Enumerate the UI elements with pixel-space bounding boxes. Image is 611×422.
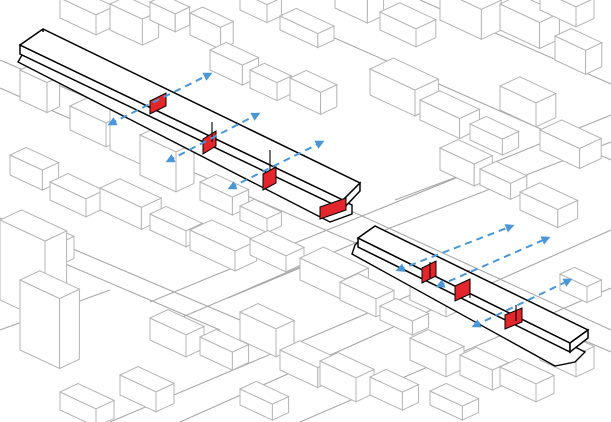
curb-1 (228, 268, 300, 298)
context-building-face (60, 289, 80, 368)
context-building-face (335, 0, 367, 23)
flow-arrow (438, 238, 548, 286)
context-building-face (240, 0, 267, 23)
